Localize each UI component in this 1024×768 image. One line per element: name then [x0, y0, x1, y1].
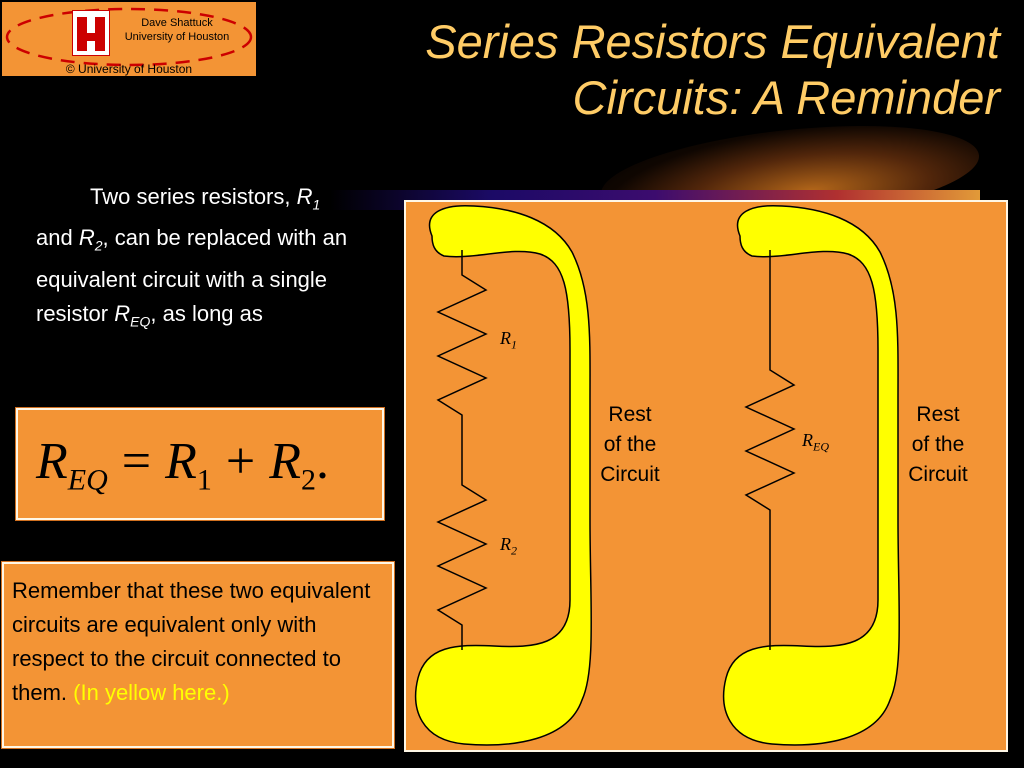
resistor-r1-zigzag [436, 250, 488, 475]
reminder-text: Remember that these two equivalent circu… [12, 578, 371, 705]
rest-of-circuit-left-label: Rest of the Circuit [600, 403, 660, 486]
intro-part-1: Two series resistors, [90, 184, 297, 209]
r2-label: R2 [500, 534, 517, 558]
reminder-highlight: (In yellow here.) [73, 680, 230, 705]
resistor-req-zigzag [744, 250, 796, 650]
circuit-diagram-svg [404, 200, 1008, 752]
rest-of-circuit-left-shape [414, 204, 593, 746]
intro-r1: R1 [296, 184, 321, 213]
intro-req: REQ [114, 300, 151, 330]
series-equation: REQ=R1+R2. [36, 433, 329, 497]
title-line-2: Circuits: A Reminder [572, 71, 1000, 124]
title-line-1: Series Resistors Equivalent [425, 15, 1000, 68]
r1-label: R1 [500, 328, 517, 352]
reminder-note: Remember that these two equivalent circu… [1, 561, 395, 749]
logo-ellipse-icon [5, 7, 253, 67]
rest-of-circuit-right-shape [722, 204, 901, 746]
university-logo-box: Dave Shattuck University of Houston © Un… [2, 2, 256, 76]
intro-r2: R2 [78, 225, 103, 254]
resistor-r2-zigzag [436, 475, 488, 650]
equation-box: REQ=R1+R2. [15, 407, 385, 521]
circuit-diagram: R1 R2 REQ Rest of the Circuit Rest of th… [404, 200, 1008, 752]
intro-and: and [36, 225, 79, 251]
logo-institution: University of Houston [124, 31, 230, 43]
logo-author: Dave Shattuck [141, 17, 213, 29]
rest-of-circuit-right-label: Rest of the Circuit [908, 403, 968, 486]
intro-paragraph: Two series resistors, R1 and R2, can be … [36, 180, 356, 338]
logo-author-text: Dave Shattuck University of Houston [110, 16, 244, 44]
intro-part-2: , can be replaced with an equivalent cir… [36, 225, 348, 326]
intro-part-3: , as long as [150, 300, 263, 326]
page-title: Series Resistors Equivalent Circuits: A … [300, 14, 1000, 126]
req-label: REQ [802, 430, 829, 454]
uh-monogram-icon [72, 10, 110, 56]
logo-copyright: © University of Houston [65, 62, 193, 76]
